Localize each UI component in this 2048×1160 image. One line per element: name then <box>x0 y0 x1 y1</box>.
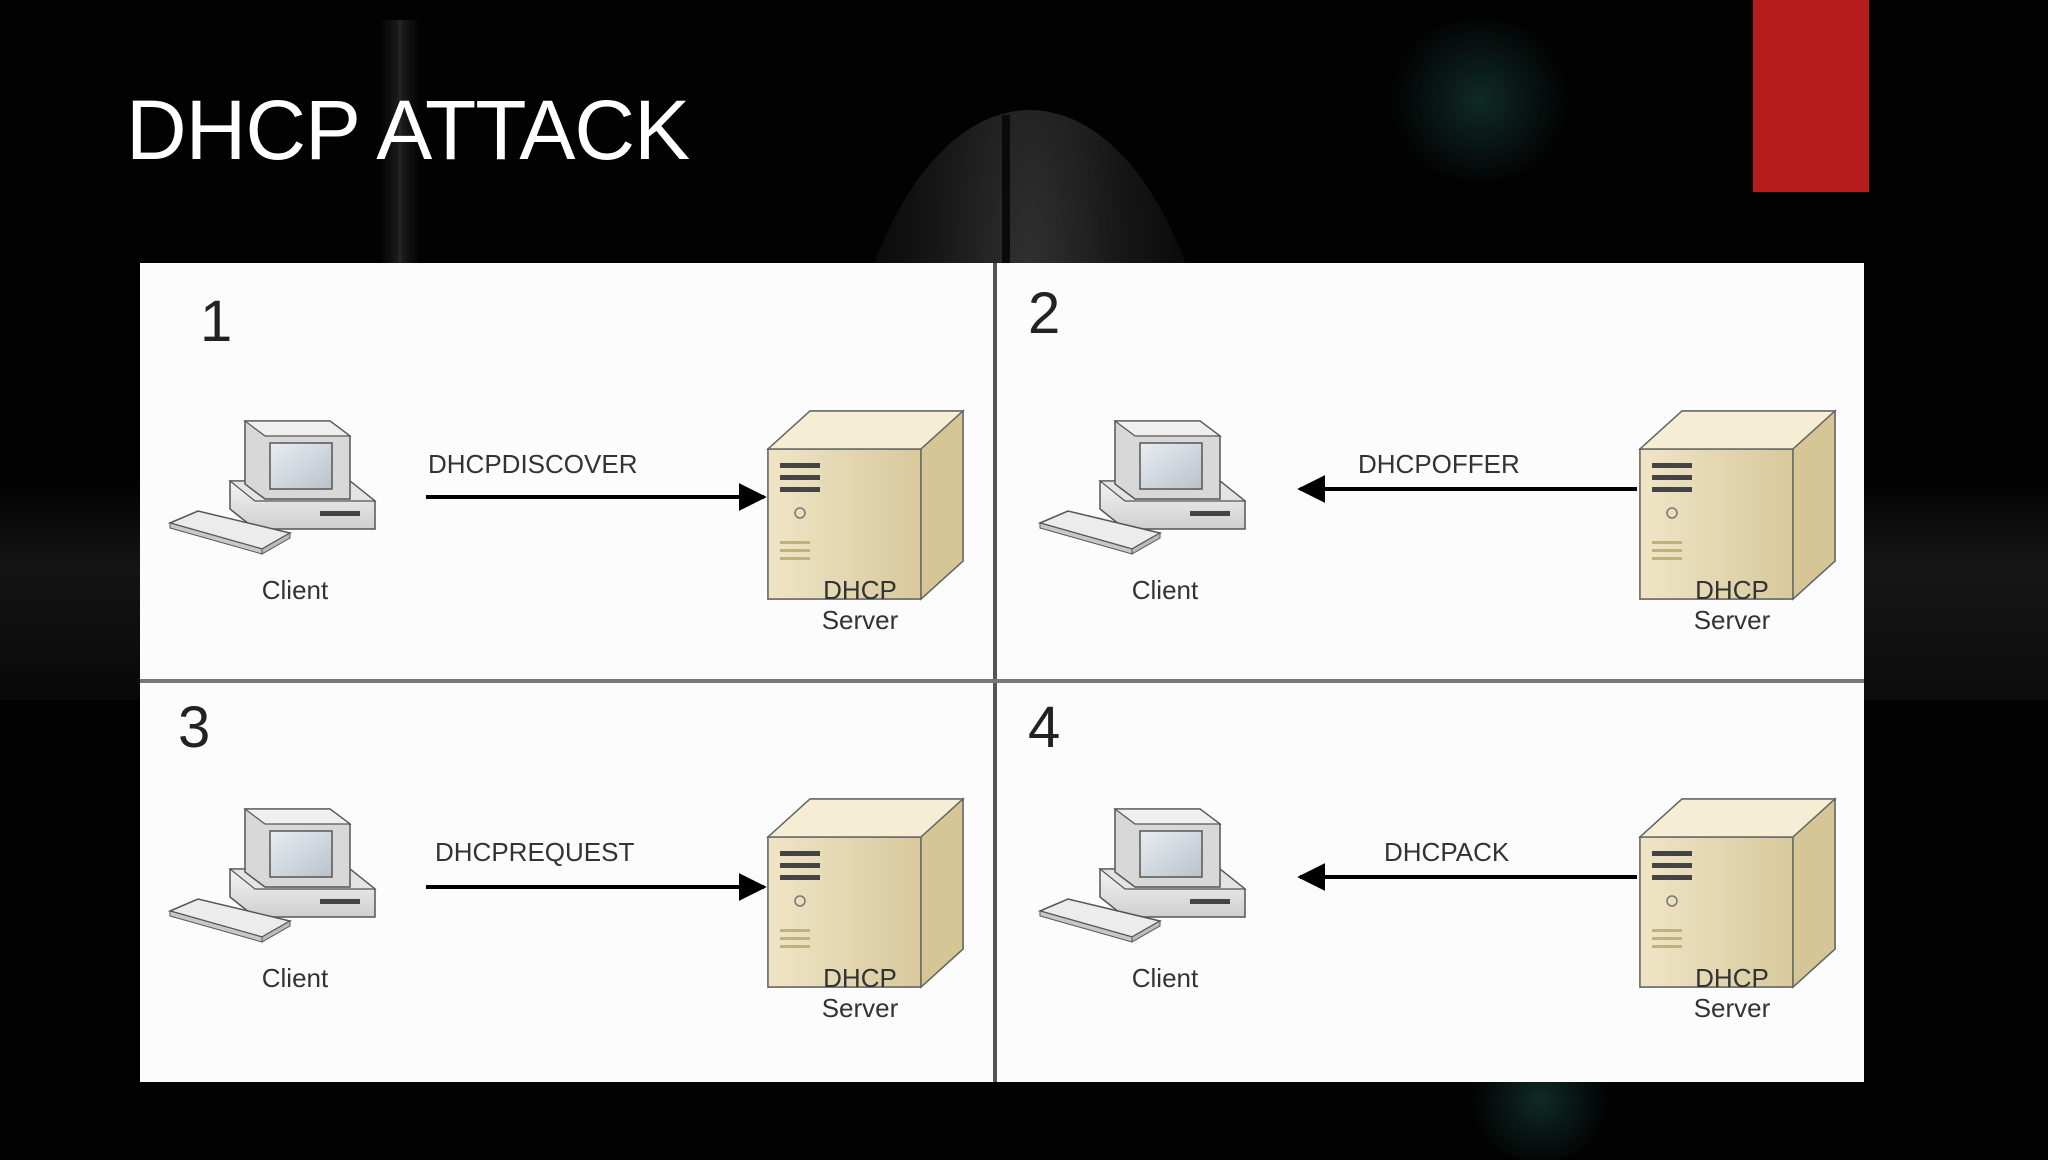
panel-3-server-label-line1: DHCP <box>823 963 897 993</box>
red-accent-bar <box>1753 0 1869 192</box>
panel-2-server-label-line1: DHCP <box>1695 575 1769 605</box>
panel-4-number: 4 <box>1028 695 1060 760</box>
panel-4-server-icon <box>1639 798 1836 988</box>
panel-3-server-label-line2: Server <box>822 993 899 1023</box>
panel-2-server-icon <box>1639 410 1836 600</box>
background-glow <box>1380 20 1580 180</box>
panel-2: 2 Client DHCPOFFER DHCP Server <box>1028 281 1836 635</box>
panel-4-message: DHCPACK <box>1384 837 1510 867</box>
panel-3-number: 3 <box>178 695 210 760</box>
diagram-background <box>140 263 1864 1082</box>
panel-1-client-label: Client <box>262 575 329 605</box>
panel-4: 4 Client DHCPACK DHCP Server <box>1028 695 1836 1023</box>
background-tower <box>380 20 420 280</box>
panel-1-number: 1 <box>200 289 232 354</box>
dhcp-diagram-svg: 1 Client DHCPDISCOVER DHCP Server 2 Clie… <box>140 263 1864 1082</box>
background-bridge-left <box>0 480 150 700</box>
panel-1-server-icon <box>767 410 964 600</box>
slide-title: DHCP ATTACK <box>126 83 690 177</box>
dhcp-diagram: 1 Client DHCPDISCOVER DHCP Server 2 Clie… <box>140 263 1864 1082</box>
panel-1-server-label-line1: DHCP <box>823 575 897 605</box>
background-hood-seam <box>1002 115 1010 275</box>
panel-3: 3 Client DHCPREQUEST DHCP Server <box>169 695 964 1023</box>
panel-4-server-label-line2: Server <box>1694 993 1771 1023</box>
panel-2-message: DHCPOFFER <box>1358 449 1520 479</box>
panel-1-message: DHCPDISCOVER <box>428 449 637 479</box>
panel-2-server-label-line2: Server <box>1694 605 1771 635</box>
panel-3-server-icon <box>767 798 964 988</box>
panel-4-client-label: Client <box>1132 963 1199 993</box>
panel-2-number: 2 <box>1028 281 1060 346</box>
panel-1-server-label-line2: Server <box>822 605 899 635</box>
panel-3-message: DHCPREQUEST <box>435 837 634 867</box>
panel-4-server-label-line1: DHCP <box>1695 963 1769 993</box>
panel-3-client-label: Client <box>262 963 329 993</box>
panel-1: 1 Client DHCPDISCOVER DHCP Server <box>169 289 964 635</box>
background-bridge-right <box>1860 480 2048 700</box>
panel-2-client-label: Client <box>1132 575 1199 605</box>
